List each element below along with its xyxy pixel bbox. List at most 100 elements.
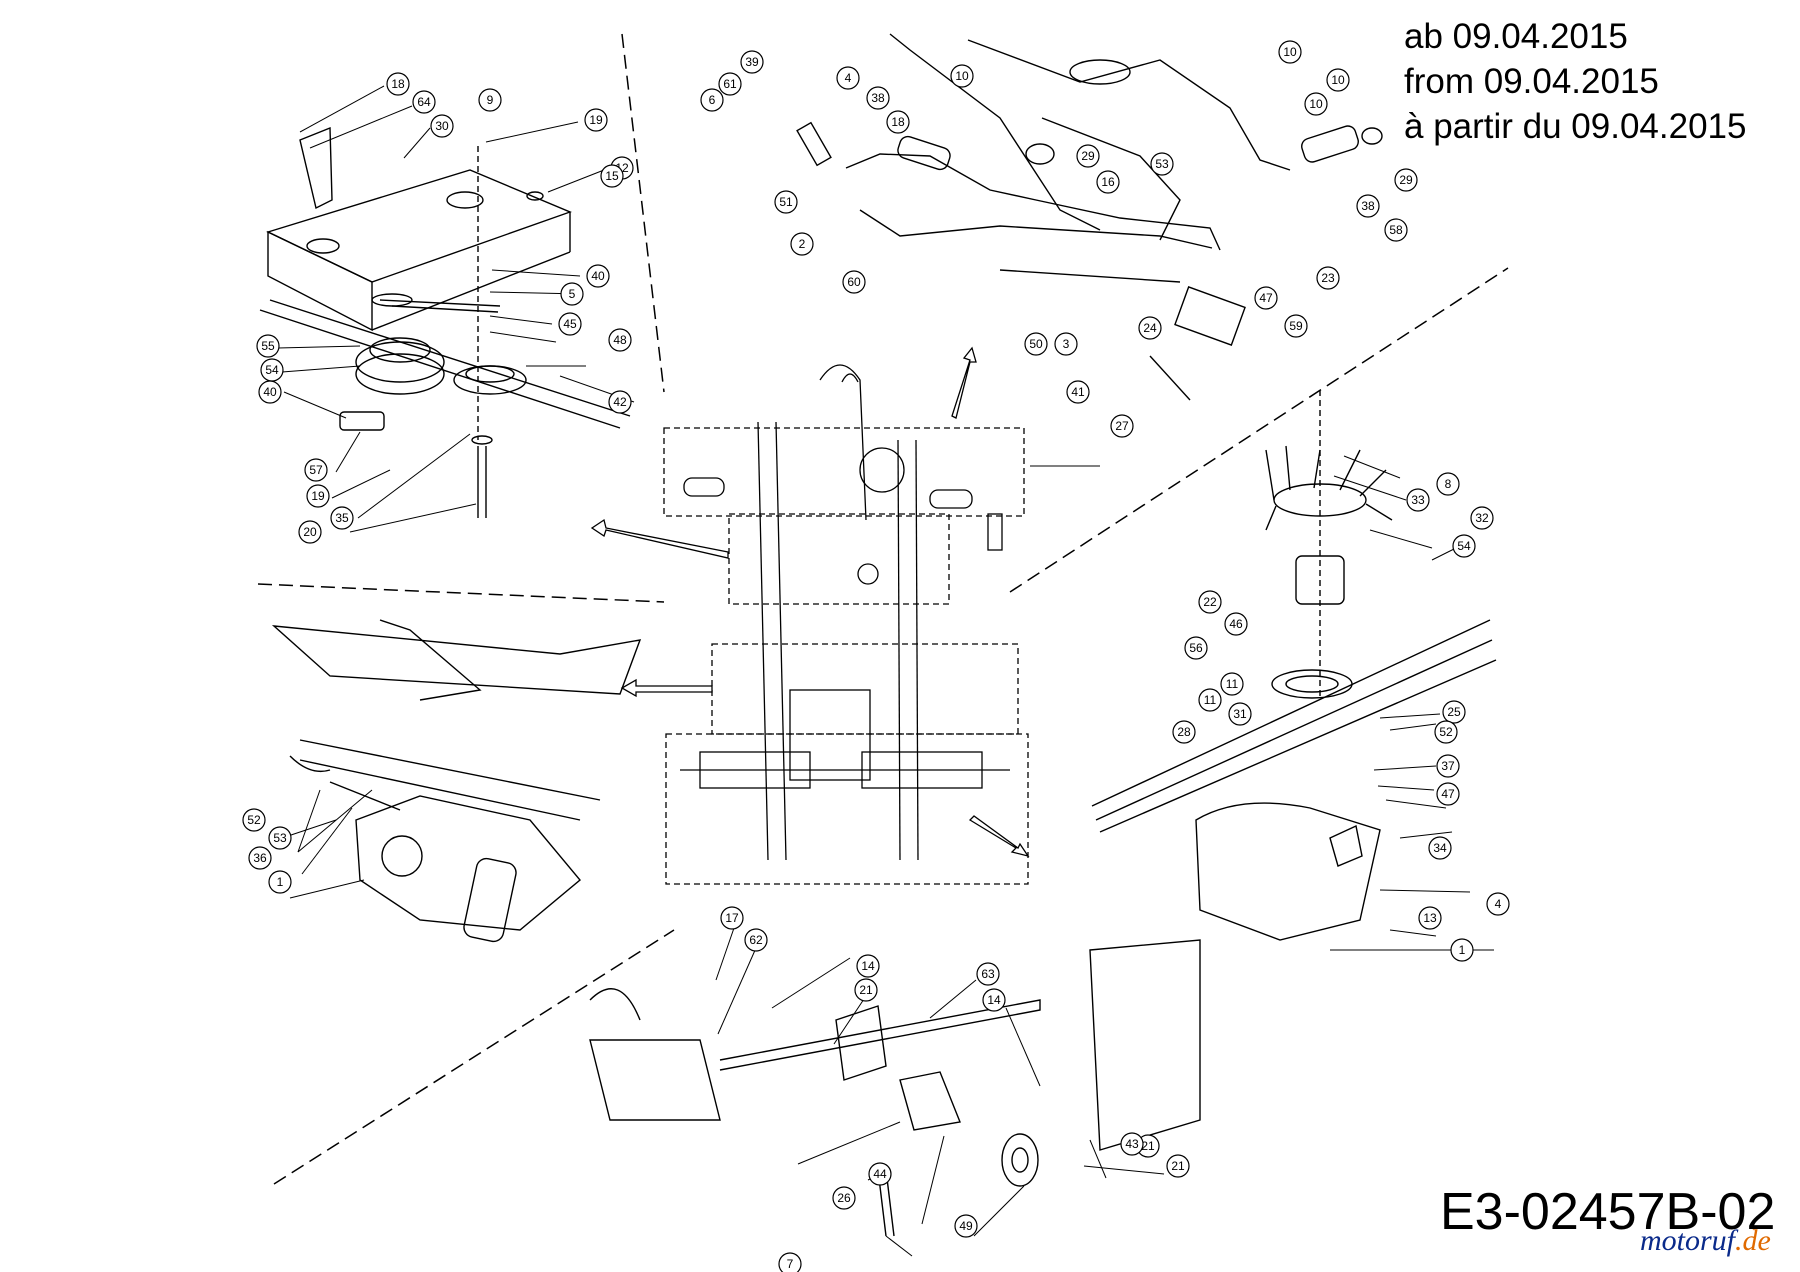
- callout-circle: [304, 458, 328, 482]
- callout-circle: [842, 270, 866, 294]
- callout-circle: [306, 484, 330, 508]
- callout-number: 22: [1203, 595, 1217, 609]
- callout-circle: [1450, 938, 1474, 962]
- callout-top_left-14: 35: [330, 506, 354, 530]
- callout-circle: [1172, 720, 1196, 744]
- callout-circle: [1198, 688, 1222, 712]
- drawing-number: E3-02457B-02: [1440, 1183, 1776, 1241]
- callout-number: 18: [391, 77, 405, 91]
- callout-number: 10: [955, 69, 969, 83]
- callout-bottom-3: 21: [854, 978, 878, 1002]
- callout-bottom-4: 63: [976, 962, 1000, 986]
- callout-number: 33: [1411, 493, 1425, 507]
- callout-circle: [856, 954, 880, 978]
- callout-number: 57: [309, 463, 323, 477]
- callout-circle: [330, 506, 354, 530]
- callout-circle: [1120, 1132, 1144, 1156]
- callout-right-18: 1: [1450, 938, 1474, 962]
- callout-top_center-5: 18: [886, 110, 910, 134]
- callout-number: 1: [1459, 943, 1466, 957]
- callout-right-6: 56: [1184, 636, 1208, 660]
- callout-number: 20: [303, 525, 317, 539]
- watermark-logo: motoruf.de: [1640, 1224, 1771, 1258]
- callout-number: 19: [311, 489, 325, 503]
- callout-number: 40: [591, 269, 605, 283]
- callout-circle: [854, 978, 878, 1002]
- callout-number: 55: [261, 339, 275, 353]
- callout-number: 27: [1115, 419, 1129, 433]
- callout-circle: [1254, 286, 1278, 310]
- date-validity-block: ab 09.04.2015 from 09.04.2015 à partir d…: [1404, 14, 1746, 149]
- callout-top_center-22: 24: [1138, 316, 1162, 340]
- callout-circle: [1096, 170, 1120, 194]
- callout-number: 50: [1029, 337, 1043, 351]
- callout-circle: [1166, 1154, 1190, 1178]
- callout-bottom-5: 14: [982, 988, 1006, 1012]
- callout-circle: [1228, 702, 1252, 726]
- callout-top_center-18: 60: [842, 270, 866, 294]
- callout-number: 11: [1226, 677, 1239, 691]
- callout-circle: [478, 88, 502, 112]
- callout-number: 40: [263, 385, 277, 399]
- callout-right-3: 54: [1452, 534, 1476, 558]
- callout-right-13: 37: [1436, 754, 1460, 778]
- pulley-assembly: [259, 126, 631, 518]
- callout-right-8: 11: [1198, 688, 1222, 712]
- callout-number: 5: [569, 287, 576, 301]
- callout-top_center-9: 10: [1304, 92, 1328, 116]
- callout-circle: [586, 264, 610, 288]
- callout-number: 60: [847, 275, 861, 289]
- callout-top_center-17: 2: [790, 232, 814, 256]
- callout-top_left-17: 15: [600, 164, 624, 188]
- callout-number: 54: [265, 363, 279, 377]
- callout-number: 25: [1447, 705, 1461, 719]
- callout-top_center-6: 10: [950, 64, 974, 88]
- callout-top_center-4: 38: [866, 86, 890, 110]
- callout-number: 64: [417, 95, 431, 109]
- callout-circle: [1284, 314, 1308, 338]
- callout-number: 4: [1495, 897, 1502, 911]
- callout-number: 16: [1101, 175, 1115, 189]
- callout-number: 35: [335, 511, 349, 525]
- callout-circle: [1198, 590, 1222, 614]
- callout-number: 24: [1143, 321, 1157, 335]
- callout-number: 47: [1259, 291, 1273, 305]
- callout-circle: [430, 114, 454, 138]
- callout-circle: [242, 808, 266, 832]
- callout-right-7: 11: [1220, 672, 1244, 696]
- watermark-brand: motoruf: [1640, 1224, 1736, 1257]
- callout-circle: [248, 846, 272, 870]
- callout-left-2: 36: [248, 846, 272, 870]
- callout-number: 14: [987, 993, 1001, 1007]
- callout-number: 4: [845, 71, 852, 85]
- callout-circle: [720, 906, 744, 930]
- callout-top_center-21: 41: [1066, 380, 1090, 404]
- callout-circle: [1138, 316, 1162, 340]
- callout-number: 61: [723, 77, 737, 91]
- callout-circle: [1356, 194, 1380, 218]
- callout-number: 28: [1177, 725, 1191, 739]
- callout-number: 37: [1441, 759, 1455, 773]
- callout-number: 47: [1441, 787, 1455, 801]
- callout-bottom-8: 26: [832, 1186, 856, 1210]
- callout-right-0: 8: [1436, 472, 1460, 496]
- callout-top_left-3: 19: [584, 108, 608, 132]
- callout-number: 51: [779, 195, 793, 209]
- callout-number: 46: [1229, 617, 1243, 631]
- callout-number: 59: [1289, 319, 1303, 333]
- callout-circle: [1434, 720, 1458, 744]
- callout-top_left-15: 20: [298, 520, 322, 544]
- callout-bottom-10: 43: [1120, 1132, 1144, 1156]
- callout-number: 62: [749, 933, 763, 947]
- callout-number: 52: [1439, 725, 1453, 739]
- callout-number: 26: [837, 1191, 851, 1205]
- callout-right-14: 47: [1436, 782, 1460, 806]
- callout-number: 1: [277, 875, 284, 889]
- callout-number: 52: [247, 813, 261, 827]
- callout-number: 13: [1423, 911, 1437, 925]
- pedal-assembly: [796, 33, 1383, 401]
- callout-left-1: 53: [268, 826, 292, 850]
- callout-circle: [1224, 612, 1248, 636]
- center-overview: [663, 364, 1029, 885]
